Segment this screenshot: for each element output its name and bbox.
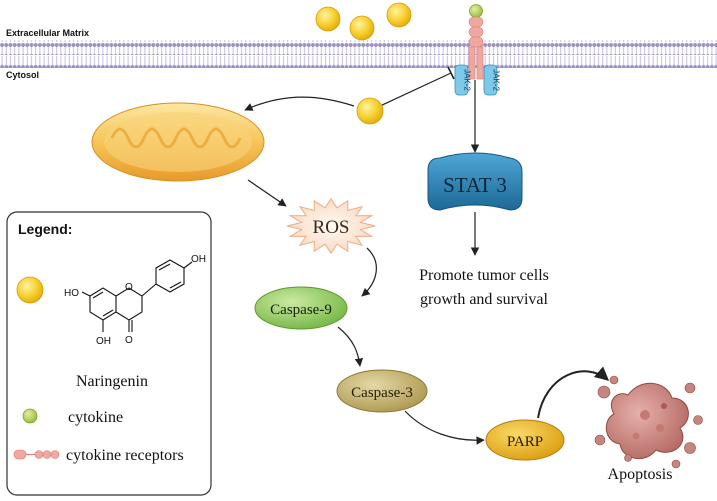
arrow-naringenin-to-mitochondrion (244, 96, 355, 111)
apoptosis-label: Apoptosis (608, 466, 673, 483)
molecule-oh-top: OH (191, 254, 206, 265)
legend-naringenin-label: Naringenin (76, 373, 148, 390)
parp-node: PARP (485, 419, 565, 461)
molecule-oh-bottom: OH (96, 336, 111, 347)
cytokine-receptor-complex: JAK-2 JAK-2 (454, 4, 501, 96)
extracellular-label: Extracellular Matrix (6, 28, 89, 38)
legend-box: Legend: OH HO (6, 211, 212, 496)
arrow-caspase3-to-parp (404, 410, 485, 445)
parp-label: PARP (507, 434, 543, 450)
naringenin-molecule (349, 15, 375, 41)
naringenin-molecules-extracellular (315, 2, 412, 41)
legend-title: Legend: (18, 221, 72, 237)
legend-receptor-label: cytokine receptors (66, 447, 184, 464)
cytokine-dot (469, 4, 483, 18)
apoptotic-cell-icon (594, 375, 703, 469)
jak2-right-box (483, 64, 498, 96)
outcome-line-2: growth and survival (420, 291, 549, 308)
arrow-caspase9-to-caspase3 (337, 326, 364, 367)
naringenin-molecule (386, 2, 412, 28)
legend-cytokine-dot (22, 408, 38, 424)
caspase3-node: Caspase-3 (336, 369, 428, 413)
stat3-node: STAT 3 (427, 152, 523, 211)
outcome-line-1: Promote tumor cells (419, 267, 549, 284)
jak2-left-label: JAK-2 (463, 69, 472, 91)
ros-label: ROS (313, 217, 350, 238)
caspase9-node: Caspase-9 (254, 286, 348, 330)
stat3-label: STAT 3 (443, 173, 507, 197)
jak2-left-box (454, 64, 469, 96)
caspase3-label: Caspase-3 (351, 385, 413, 401)
legend-receptor-icon (13, 449, 60, 460)
molecule-ho-left: HO (64, 288, 79, 299)
ros-node: ROS (286, 197, 376, 255)
naringenin-molecule-intracellular (356, 97, 384, 125)
molecule-o-ring: O (125, 282, 133, 293)
cytosol-label: Cytosol (6, 70, 39, 80)
mitochondrion (91, 102, 265, 182)
arrow-parp-to-apoptosis (537, 366, 610, 419)
legend-naringenin-dot (16, 276, 44, 304)
inhibition-arrow (379, 66, 455, 107)
caspase9-label: Caspase-9 (270, 302, 332, 318)
molecule-o-carbonyl: O (125, 335, 133, 346)
naringenin-molecule (315, 6, 341, 32)
cell-membrane (0, 40, 717, 68)
arrow-mitochondrion-to-ros (247, 179, 287, 207)
arrow-ros-to-caspase9 (361, 247, 377, 297)
jak2-right-label: JAK-2 (492, 69, 501, 91)
naringenin-structure (81, 259, 193, 332)
legend-cytokine-label: cytokine (68, 409, 123, 426)
